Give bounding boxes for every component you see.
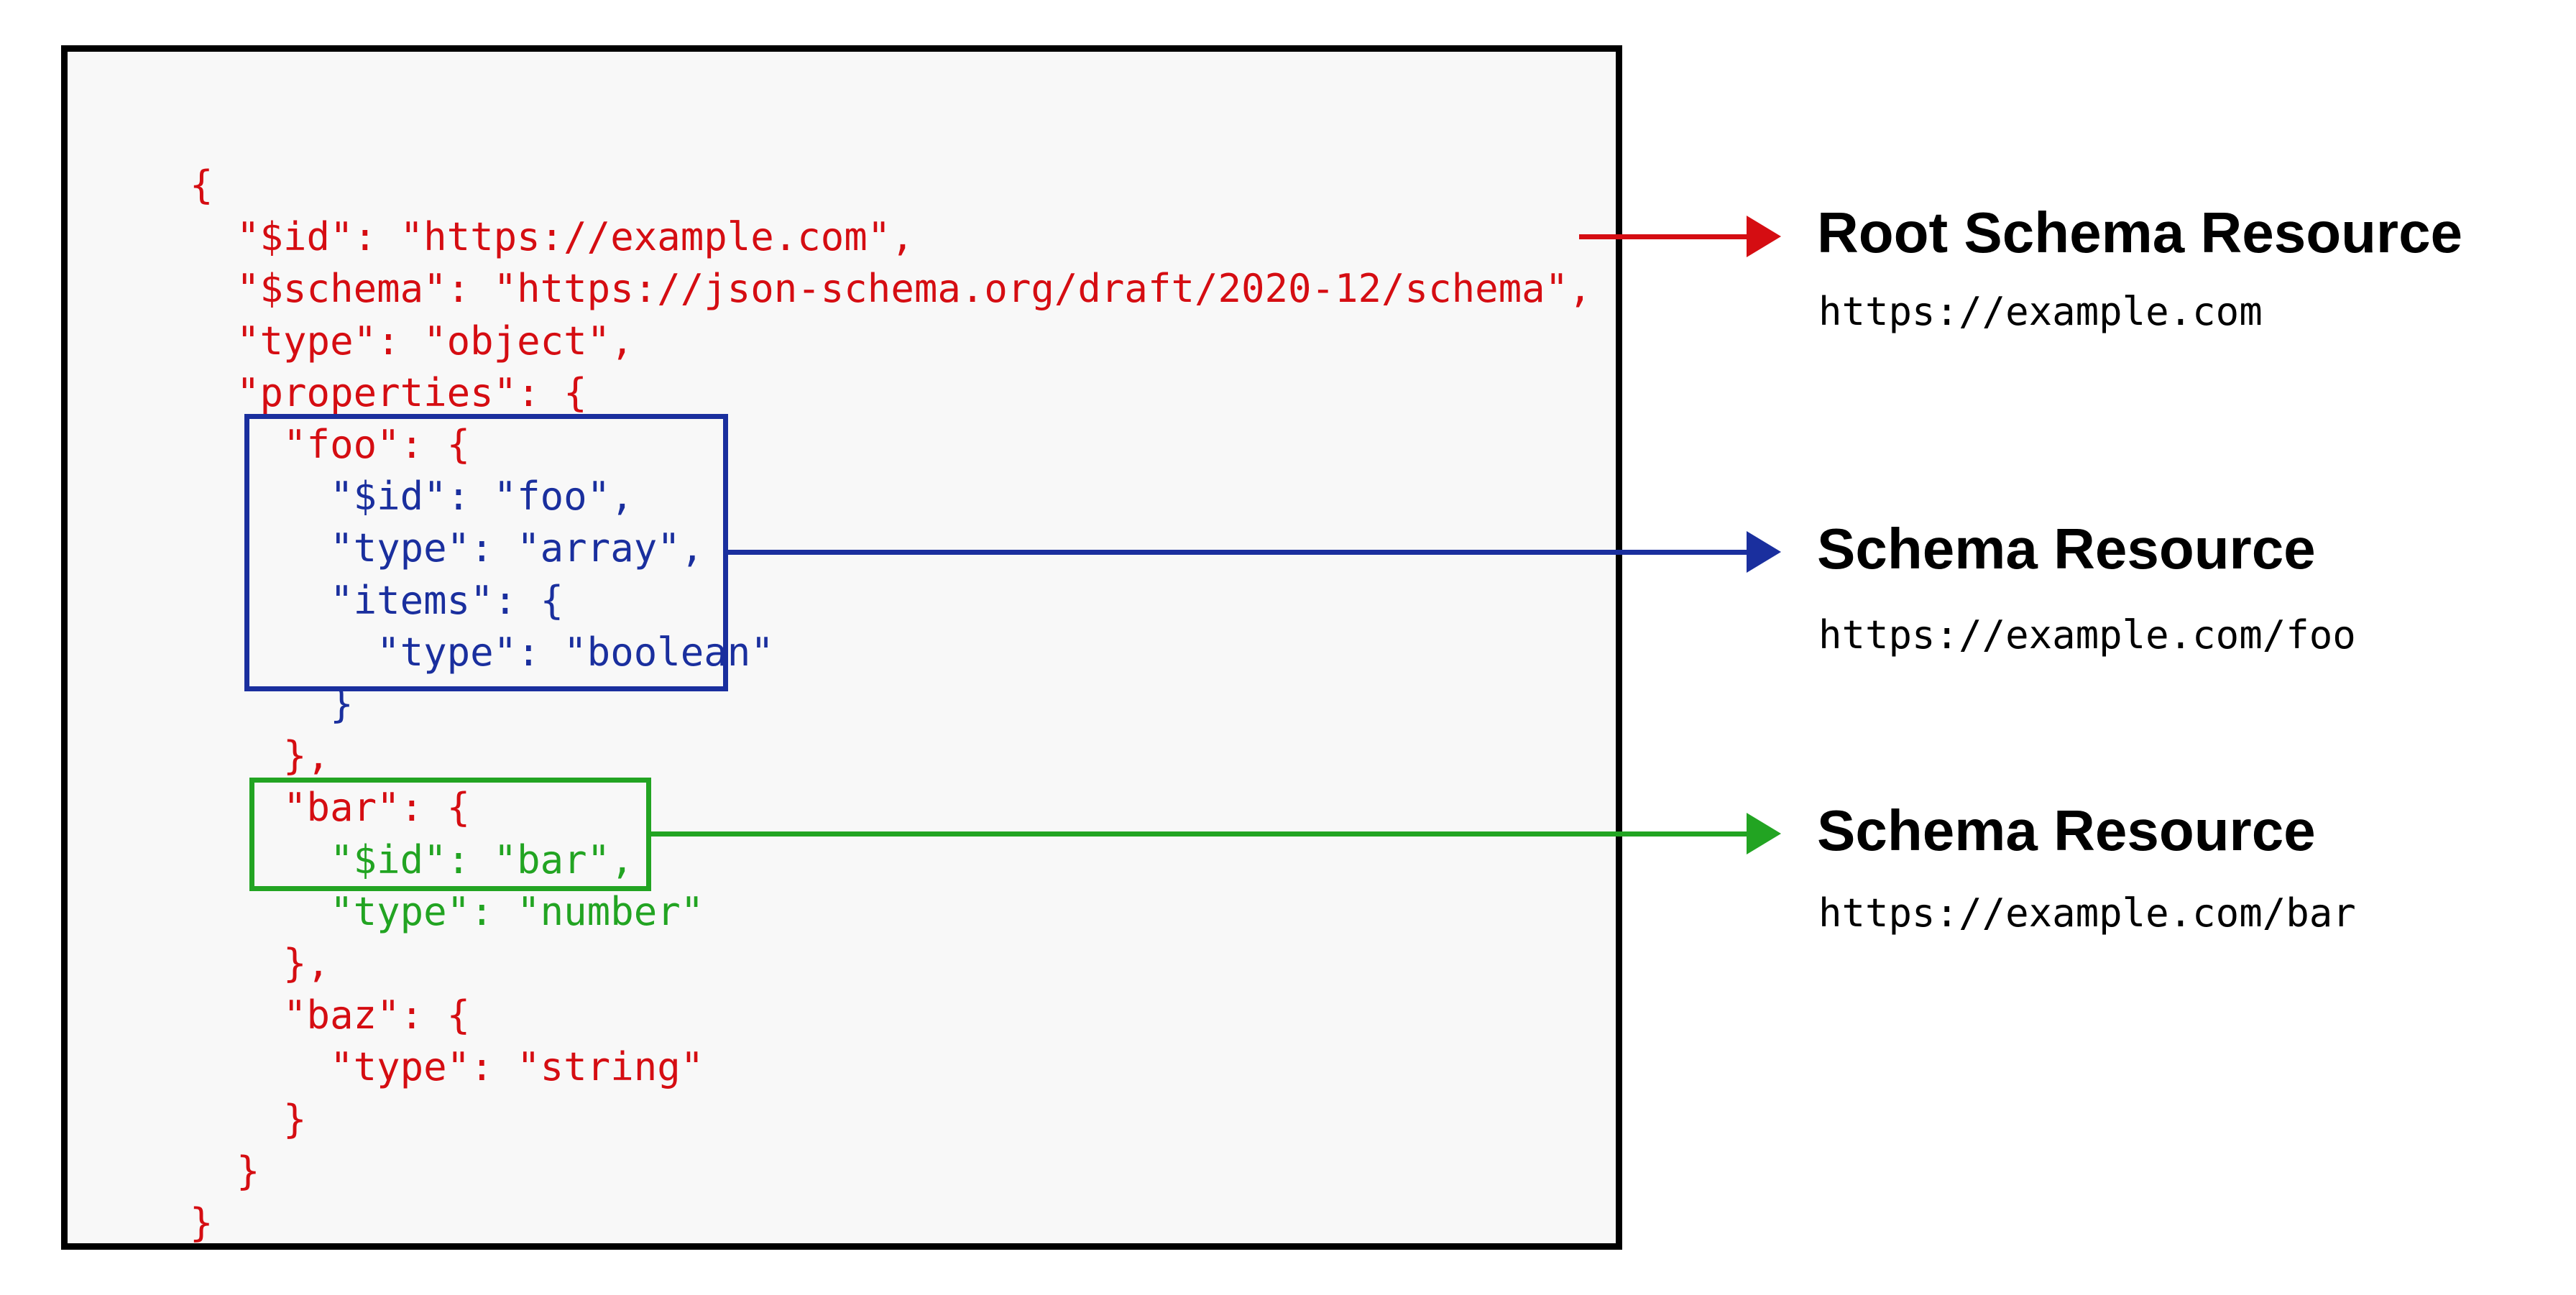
code-line: "foo": {: [190, 422, 471, 468]
bar-schema-connector-line: [648, 831, 1751, 837]
schema-code: { "$id": "https://example.com", "$schema…: [190, 160, 1592, 1249]
code-line: {: [190, 162, 213, 208]
root-schema-resource-url: https://example.com: [1818, 289, 2263, 334]
code-line: "type": "string": [190, 1044, 704, 1090]
foo-schema-resource-url: https://example.com/foo: [1818, 612, 2356, 658]
code-line: "bar": {: [190, 785, 471, 831]
code-line: }: [190, 1148, 260, 1194]
root-schema-resource-title: Root Schema Resource: [1817, 201, 2463, 264]
code-line: "$schema": "https://json-schema.org/draf…: [190, 266, 1592, 312]
schema-code-panel: { "$id": "https://example.com", "$schema…: [61, 45, 1622, 1250]
root-schema-connector-line: [1579, 234, 1750, 239]
foo-schema-resource-title: Schema Resource: [1817, 517, 2316, 581]
code-line: }: [190, 1200, 213, 1246]
foo-schema-connector-line: [724, 550, 1751, 555]
code-line: "$id": "https://example.com",: [190, 214, 914, 260]
code-line: "type": "number": [190, 888, 704, 934]
code-line: "properties": {: [190, 369, 587, 415]
bar-schema-resource-url: https://example.com/bar: [1818, 890, 2356, 936]
code-line: },: [190, 733, 331, 779]
code-line: },: [190, 941, 331, 987]
code-line: "type": "object",: [190, 318, 634, 364]
foo-schema-resource-outline: [244, 414, 728, 691]
root-schema-arrowhead-icon: [1747, 216, 1781, 257]
code-line: "type": "boolean": [190, 629, 774, 675]
code-line: "$id": "foo",: [190, 474, 634, 520]
foo-schema-arrowhead-icon: [1747, 531, 1781, 573]
code-line: "baz": {: [190, 992, 471, 1038]
code-line: "$id": "bar",: [190, 837, 634, 882]
bar-schema-arrowhead-icon: [1747, 813, 1781, 854]
bar-schema-resource-title: Schema Resource: [1817, 798, 2316, 862]
code-line: }: [190, 1096, 307, 1142]
code-line: "items": {: [190, 577, 564, 623]
code-line: "type": "array",: [190, 525, 704, 571]
bar-schema-resource-outline: [249, 778, 651, 891]
